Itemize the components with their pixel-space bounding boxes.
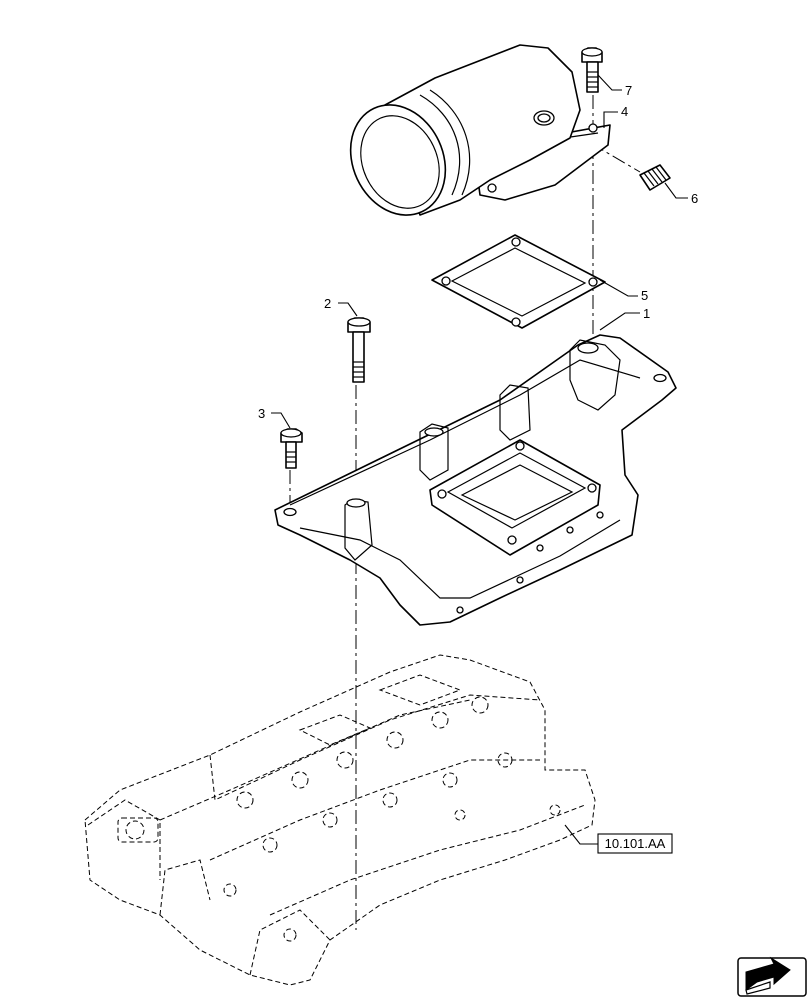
reference-label[interactable]: 10.101.AA [605,836,666,851]
callout-2: 2 [324,296,331,311]
cylinder-head-reference [84,654,596,986]
callout-leaders [271,74,688,845]
intake-manifold [274,334,677,626]
callout-4: 4 [621,104,628,119]
callout-6: 6 [691,191,698,206]
intake-elbow [349,44,611,216]
callout-5: 5 [641,288,648,303]
threaded-plug-6 [639,164,671,191]
back-arrow-icon[interactable] [737,956,807,997]
callout-1: 1 [643,306,650,321]
reference-link[interactable]: 10.101.AA [597,833,673,854]
callout-3: 3 [258,406,265,421]
bolt-7 [581,47,603,93]
callout-7: 7 [625,83,632,98]
bolt-2 [347,317,371,383]
flange-gasket [431,234,606,329]
bolt-3 [280,428,303,469]
